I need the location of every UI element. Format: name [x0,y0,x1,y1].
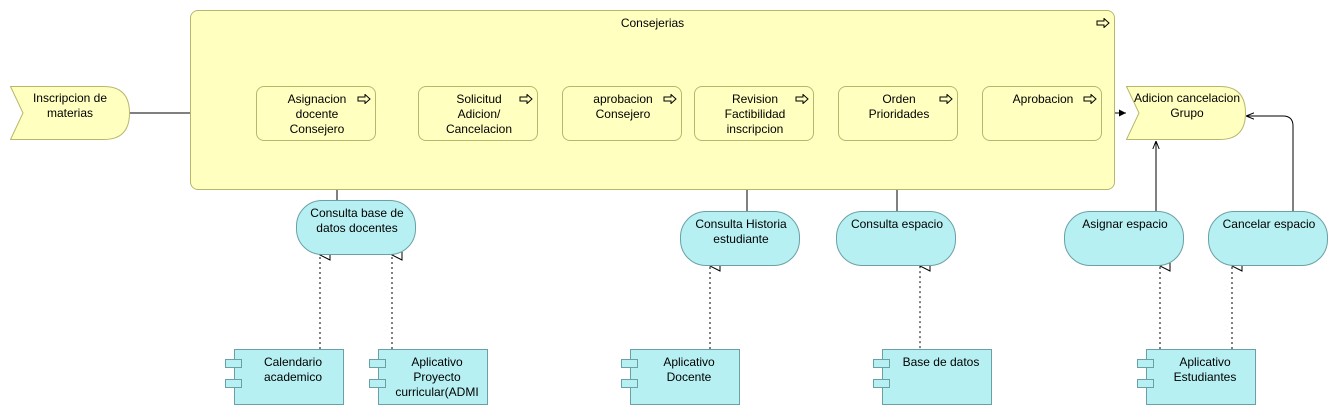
component-calendario-academico[interactable]: Calendario academico [234,349,344,405]
service-label: Consulta espacio [850,217,944,231]
process-arrow-icon [519,94,533,104]
serving-cancelar-espacio [1246,116,1294,211]
service-consulta-historia[interactable]: Consulta Historia estudiante [680,211,800,266]
component-tab-icon [369,359,386,368]
process-aprobacion[interactable]: Aprobacion [982,86,1102,141]
event-label: Inscripcion de materias [32,91,108,120]
component-base-de-datos[interactable]: Base de datos [882,349,992,405]
service-consulta-espacio[interactable]: Consulta espacio [836,211,956,266]
component-tab-icon [1137,359,1154,368]
process-arrow-icon [1083,94,1097,104]
component-label: Base de datos [902,355,980,369]
process-arrow-icon [357,94,371,104]
service-label: Cancelar espacio [1222,217,1316,231]
process-aprobacion-consejero[interactable]: aprobacion Consejero [562,86,682,141]
service-asignar-espacio[interactable]: Asignar espacio [1064,211,1184,266]
process-label: Revision Factibilidad inscripcion [724,92,786,136]
event-inscripcion-materias[interactable]: Inscripcion de materias [10,86,130,140]
component-tab-icon [873,379,890,388]
component-tab-icon [621,359,638,368]
service-label: Asignar espacio [1082,217,1168,231]
process-arrow-icon [1096,18,1110,28]
component-aplicativo-estudiantes[interactable]: Aplicativo Estudiantes [1146,349,1256,405]
event-shape [1126,86,1246,140]
process-label: Orden Prioridades [868,92,930,121]
process-label: Asignacion docente Consejero [287,92,347,136]
event-label: Adicion cancelacion Grupo [1133,91,1241,120]
event-shape [10,86,130,140]
component-tab-icon [873,359,890,368]
service-cancelar-espacio[interactable]: Cancelar espacio [1208,211,1328,266]
process-solicitud-adicion[interactable]: Solicitud Adicion/ Cancelacion [418,86,538,141]
component-aplicativo-proyecto-curricular[interactable]: Aplicativo Proyecto curricular(ADMI [378,349,488,405]
component-tab-icon [621,379,638,388]
process-arrow-icon [795,94,809,104]
process-arrow-icon [663,94,677,104]
component-tab-icon [1137,379,1154,388]
group-title: Consejerias [620,16,685,30]
component-label: Calendario academico [263,355,323,384]
component-tab-icon [225,379,242,388]
service-label: Consulta base de datos docentes [310,206,404,235]
component-label: Aplicativo Proyecto curricular(ADMI [395,355,479,399]
event-adicion-cancelacion-grupo[interactable]: Adicion cancelacion Grupo [1126,86,1246,140]
process-arrow-icon [939,94,953,104]
process-revision-factibilidad[interactable]: Revision Factibilidad inscripcion [694,86,814,141]
process-label: Aprobacion [1012,92,1074,106]
component-tab-icon [369,379,386,388]
process-label: Solicitud Adicion/ Cancelacion [445,92,513,136]
service-label: Consulta Historia estudiante [695,217,787,246]
component-tab-icon [225,359,242,368]
process-label: aprobacion Consejero [593,92,653,121]
component-aplicativo-docente[interactable]: Aplicativo Docente [630,349,740,405]
service-consulta-base-docentes[interactable]: Consulta base de datos docentes [296,200,416,255]
component-label: Aplicativo Docente [663,355,715,384]
process-orden-prioridades[interactable]: Orden Prioridades [838,86,958,141]
process-asignacion-docente[interactable]: Asignacion docente Consejero [256,86,376,141]
component-label: Aplicativo Estudiantes [1173,355,1237,384]
